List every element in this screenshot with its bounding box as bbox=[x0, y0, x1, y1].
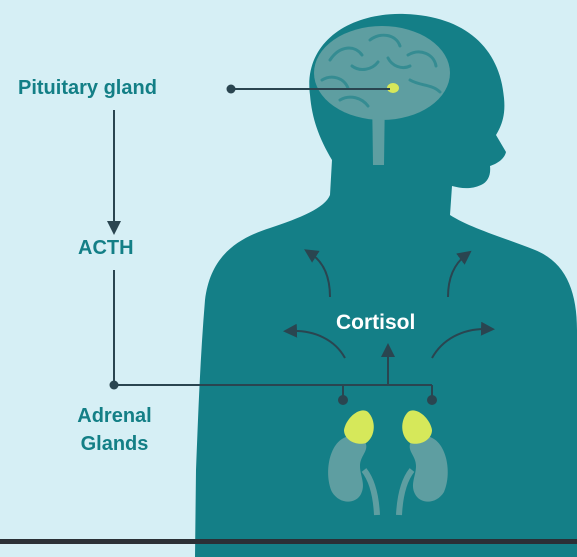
pituitary-gland-label: Pituitary gland bbox=[18, 77, 157, 100]
adrenal-right-dot bbox=[427, 395, 437, 405]
baseline-rule bbox=[0, 539, 577, 544]
cortisol-label: Cortisol bbox=[336, 311, 415, 335]
adrenal-label-line2: Glands bbox=[52, 430, 177, 458]
adrenal-glands-label: Adrenal Glands bbox=[52, 402, 177, 458]
pituitary-connector-dot bbox=[227, 85, 236, 94]
adrenal-label-line1: Adrenal bbox=[52, 402, 177, 430]
adrenal-junction-dot bbox=[110, 381, 119, 390]
adrenal-left-dot bbox=[338, 395, 348, 405]
acth-label: ACTH bbox=[78, 237, 134, 260]
brainstem bbox=[372, 90, 385, 165]
